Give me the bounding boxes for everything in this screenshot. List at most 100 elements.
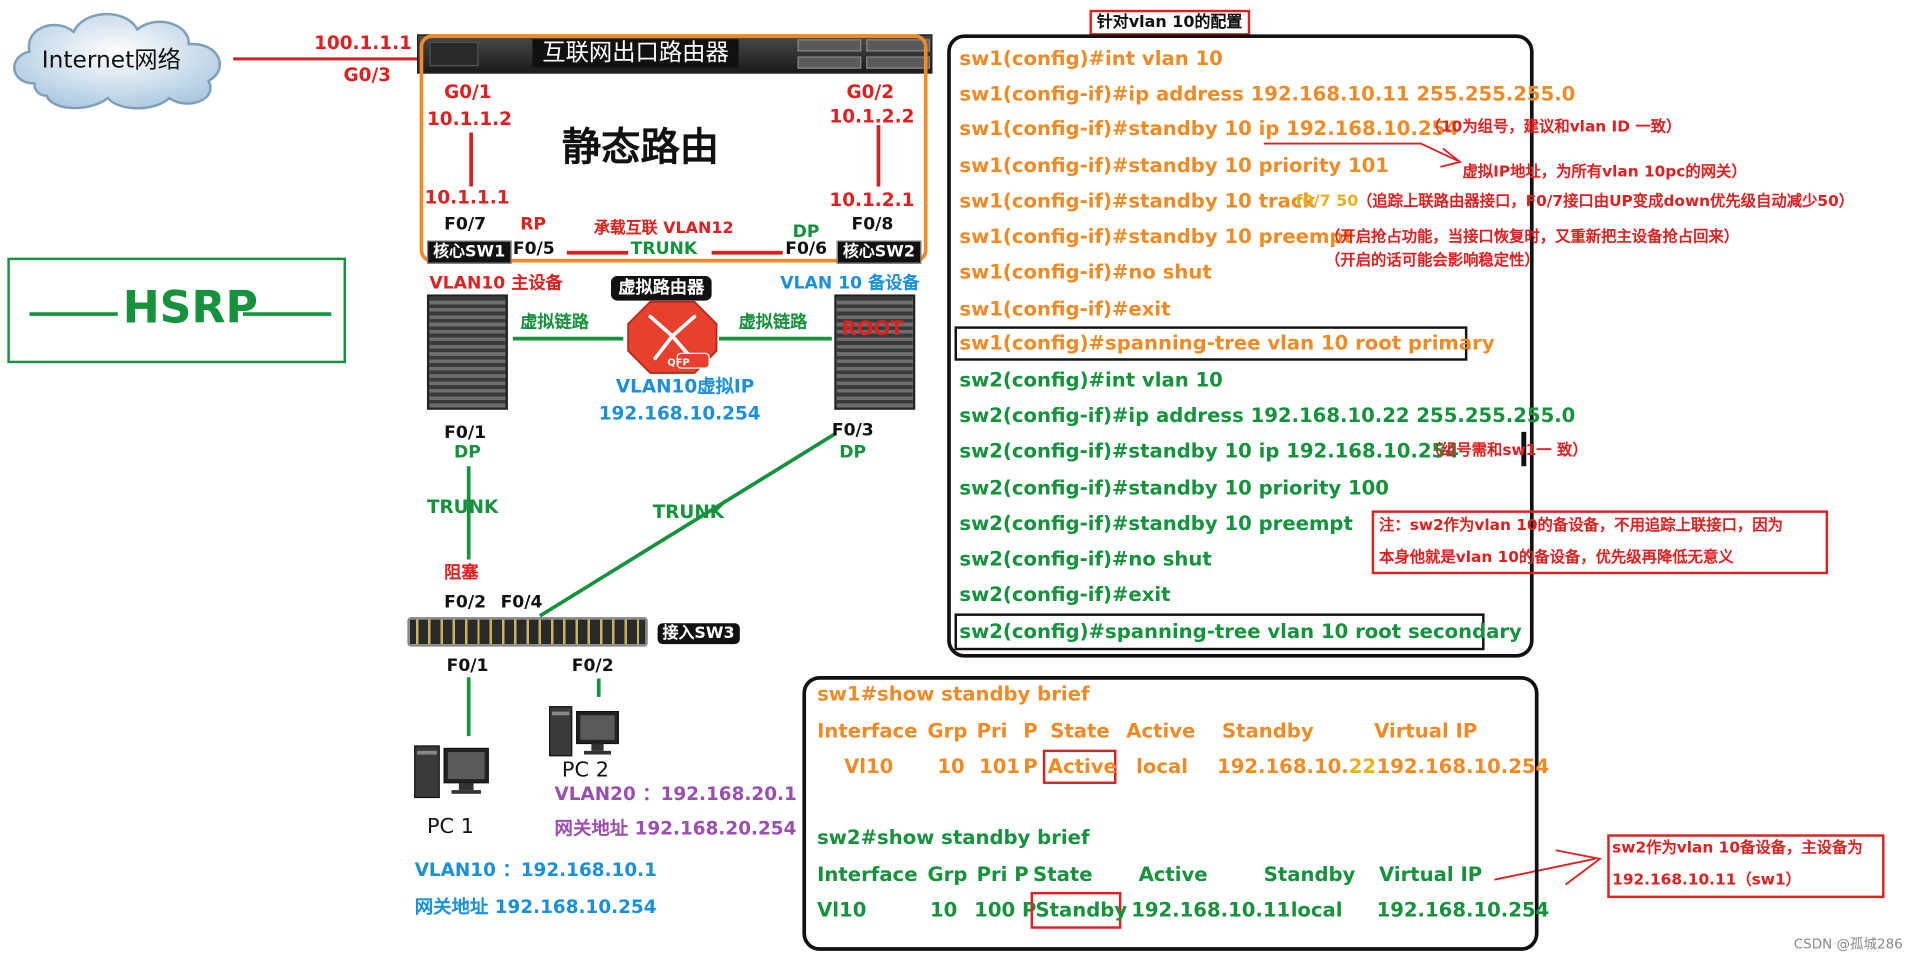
sw2-hdr-standby: Standby: [1263, 862, 1356, 886]
routing-area: [419, 34, 928, 263]
pc2-vlan: VLAN20 ：192.168.20.1: [554, 782, 797, 805]
sw1-hdr-pri: Pri: [976, 718, 1008, 743]
sw1-tag: 核心SW1: [426, 240, 512, 264]
sw3-tag: 接入SW3: [657, 623, 740, 645]
sw3-f04-port: F0/4: [500, 592, 543, 613]
sw1-cfg-4: sw1(config-if)#standby 10 priority 101: [959, 153, 1389, 177]
sw2-row-grp: 10: [929, 898, 958, 922]
sw1-hdr-grp: Grp: [927, 718, 968, 743]
right-router-port: G0/2: [846, 80, 895, 104]
sw2-row-interface: Vl10: [817, 898, 867, 922]
sw1-role: VLAN10 主设备: [429, 273, 563, 294]
sw1-cfg-2: sw1(config-if)#ip address 192.168.10.11 …: [959, 82, 1576, 106]
root-bridge-label: ROOT: [841, 316, 904, 340]
sw2-row-vip: 192.168.10.254: [1376, 898, 1550, 922]
left-router-port: G0/1: [444, 80, 492, 104]
sw2-cfg-2: sw2(config-if)#ip address 192.168.10.22 …: [959, 403, 1576, 427]
sw1-row-grp: 10: [937, 754, 965, 778]
trunk-top-label: TRUNK: [630, 239, 698, 259]
sw1-row-state: Active: [1047, 754, 1117, 778]
router-slot-2: [866, 39, 930, 52]
sw1-standby-prefix: 192.168.10.: [1217, 754, 1349, 778]
sw3-f02-port: F0/2: [444, 592, 487, 613]
sw3-f02-down: F0/2: [571, 656, 614, 677]
router-logo: [429, 41, 479, 67]
sw2-tag: 核心SW2: [836, 240, 922, 264]
sw3-f01-down: F0/1: [446, 656, 489, 677]
sw1-row-p: P: [1023, 754, 1038, 778]
trunk-right: [538, 432, 836, 618]
sw1-cfg-5: sw1(config-if)#standby 10 track: [959, 188, 1316, 213]
pc2-gateway: 网关地址 192.168.20.254: [554, 817, 797, 840]
sw1-cfg-7: sw1(config-if)#no shut: [959, 260, 1212, 284]
note-vip: 虚拟IP地址，为所有vlan 10pc的网关）: [1462, 161, 1747, 181]
track-arg: f0/7 50: [1295, 192, 1359, 212]
sw1-row-active: local: [1136, 754, 1188, 778]
pc1-vlan: VLAN10 ：192.168.10.1: [414, 858, 657, 881]
standby-note-box: [1607, 834, 1885, 899]
hsrp-label-box: [7, 257, 346, 364]
sw2-hdr-active: Active: [1138, 862, 1208, 886]
isp-ip: 100.1.1.1: [314, 31, 412, 54]
interconnect-vlan: 承载互联 VLAN12: [593, 219, 734, 239]
router-slot-4: [866, 56, 930, 69]
sw1-stp-box: [954, 326, 1468, 361]
sw2-row-standby: local: [1290, 898, 1343, 922]
sw2-note-box: [1371, 510, 1829, 575]
sw1-standby-suffix: 22: [1348, 754, 1377, 778]
access-switch-3: [407, 617, 648, 647]
sw1-down-port: F0/1: [444, 423, 487, 443]
sw2-uplink-port: F0/8: [851, 214, 894, 235]
vip-title: VLAN10虚拟IP: [615, 375, 755, 398]
watermark: CSDN @孤城286: [1793, 936, 1903, 953]
sw1-down-dp: DP: [453, 442, 481, 463]
routing-type: 静态路由: [561, 123, 719, 171]
sw2-show-cmd: sw2#show standby brief: [817, 825, 1090, 850]
config-panel: [947, 34, 1534, 658]
sw2-stp-box: [954, 613, 1485, 651]
sw2-hdr-grp: Grp: [927, 862, 968, 886]
sw2-note-2: 本身他就是vlan 10的备设备，优先级再降低无意义: [1379, 547, 1734, 566]
sw1-cfg-3: sw1(config-if)#standby 10 ip 192.168.10.…: [959, 116, 1459, 140]
edge-router-name: 互联网出口路由器: [532, 39, 739, 68]
sw2-row-active: 192.168.10.11: [1131, 898, 1291, 922]
sw1-hdr-standby: Standby: [1221, 718, 1314, 743]
standby-note-arrow-head: [1555, 849, 1603, 886]
blocked-port-label: 阻塞: [444, 563, 479, 583]
sw2-hdr-interface: Interface: [817, 862, 918, 886]
note-group: （10为组号，建议和vlan ID 一致）: [1425, 116, 1682, 135]
note-preempt-2: （开启的话可能会影响稳定性）: [1325, 250, 1540, 269]
root-port-label: RP: [520, 214, 547, 235]
sw2-hdr-vip: Virtual IP: [1379, 862, 1483, 886]
sw1-cfg-9: sw1(config)#spanning-tree vlan 10 root p…: [959, 331, 1495, 355]
sw1-f05-port: F0/5: [512, 239, 555, 259]
core-switch-2: [834, 294, 916, 410]
sw1-active-box: [1042, 749, 1117, 784]
standby-panel: [802, 676, 1539, 951]
pc1-gateway: 网关地址 192.168.10.254: [414, 895, 657, 918]
sw2-cfg-6: sw2(config-if)#no shut: [959, 547, 1212, 571]
sw2-row-state: Standby: [1035, 898, 1128, 922]
pc2-icon: [549, 706, 619, 757]
sw2-f06-port: F0/6: [785, 239, 828, 259]
router-slot-3: [797, 56, 862, 69]
sw2-cfg-1: sw2(config)#int vlan 10: [959, 368, 1223, 392]
sw1-cfg-8: sw1(config-if)#exit: [959, 296, 1171, 321]
virtual-router-tag: 虚拟路由器: [610, 276, 712, 301]
sw2-cfg-8: sw2(config)#spanning-tree vlan 10 root s…: [959, 619, 1522, 643]
standby-note-2: 192.168.10.11（sw1）: [1612, 869, 1801, 889]
sw1-row-vip: 192.168.10.254: [1376, 754, 1550, 778]
sw1-hdr-active: Active: [1126, 718, 1196, 743]
note-preempt-1: （开启抢占功能，当接口恢复时，又重新把主设备抢占回来）: [1325, 226, 1740, 246]
sw2-down-dp: DP: [839, 442, 867, 463]
sw2-note-1: 注：sw2作为vlan 10的备设备，不用追踪上联接口，因为: [1379, 515, 1783, 534]
vip-address: 192.168.10.254: [598, 402, 761, 425]
sw2-cfg-5: sw2(config-if)#standby 10 preempt: [959, 511, 1353, 535]
standby-note-arrow: [1494, 857, 1596, 881]
standby-note-1: sw2作为vlan 10备设备，主设备为: [1612, 837, 1863, 857]
sw1-cfg-1: sw1(config)#int vlan 10: [959, 46, 1223, 70]
qfp-label: QFP: [667, 357, 690, 369]
trunk-right-label: TRUNK: [652, 500, 725, 523]
pc2-label: PC 2: [561, 758, 609, 783]
